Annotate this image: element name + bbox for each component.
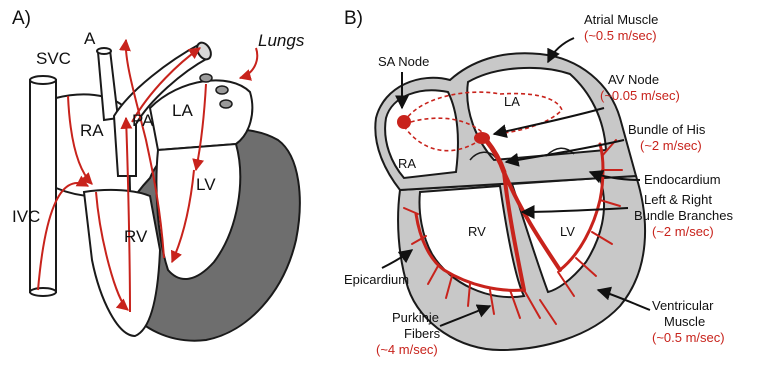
svc-opening xyxy=(30,76,56,84)
panel-b: B) xyxy=(344,8,734,357)
vena-cava-tube xyxy=(30,80,56,292)
callout-bundle-of-his-speed: (~2 m/sec) xyxy=(640,138,702,153)
ivc-opening xyxy=(30,288,56,296)
callout-atrial-muscle-speed: (~0.5 m/sec) xyxy=(584,28,657,43)
right-atrium-cavity xyxy=(385,90,458,178)
callout-av-node: AV Node xyxy=(608,72,659,87)
callout-purkinje-line1: Purkinje xyxy=(392,310,439,325)
flow-lungs-return xyxy=(240,48,257,78)
pulmonary-vein-1 xyxy=(200,74,212,82)
chamber-ra: RA xyxy=(398,156,416,171)
callout-bundle-branches-line2: Bundle Branches xyxy=(634,208,734,223)
aorta-opening xyxy=(97,48,111,54)
label-lungs: Lungs xyxy=(258,31,305,50)
right-ventricle-shape xyxy=(84,190,160,336)
panel-b-label: B) xyxy=(344,8,363,29)
callout-ventricular-muscle-line2: Muscle xyxy=(664,314,705,329)
pulmonary-vein-2 xyxy=(216,86,228,94)
callout-atrial-muscle: Atrial Muscle xyxy=(584,12,658,27)
label-svc: SVC xyxy=(36,49,71,68)
label-aorta: A xyxy=(84,29,96,48)
callout-ventricular-muscle-speed: (~0.5 m/sec) xyxy=(652,330,725,345)
label-rv: RV xyxy=(124,227,148,246)
label-ra: RA xyxy=(80,121,104,140)
callout-bundle-of-his: Bundle of His xyxy=(628,122,706,137)
label-lv: LV xyxy=(196,175,216,194)
label-pa: PA xyxy=(132,111,154,130)
callout-endocardium: Endocardium xyxy=(644,172,721,187)
label-ivc: IVC xyxy=(12,207,40,226)
sa-node xyxy=(397,115,411,129)
callout-purkinje-speed: (~4 m/sec) xyxy=(376,342,438,357)
panel-a: A) xyxy=(12,8,305,341)
callout-bundle-branches-line1: Left & Right xyxy=(644,192,712,207)
label-la: LA xyxy=(172,101,193,120)
chamber-rv: RV xyxy=(468,224,486,239)
callout-ventricular-muscle-line1: Ventricular xyxy=(652,298,714,313)
callout-av-node-speed: (~0.05 m/sec) xyxy=(600,88,680,103)
chamber-la: LA xyxy=(504,94,520,109)
callout-bundle-branches-speed: (~2 m/sec) xyxy=(652,224,714,239)
panel-a-label: A) xyxy=(12,8,31,29)
callout-epicardium: Epicardium xyxy=(344,272,409,287)
callout-purkinje-line2: Fibers xyxy=(404,326,441,341)
chamber-lv: LV xyxy=(560,224,575,239)
callout-sa-node: SA Node xyxy=(378,54,429,69)
pulmonary-vein-3 xyxy=(220,100,232,108)
